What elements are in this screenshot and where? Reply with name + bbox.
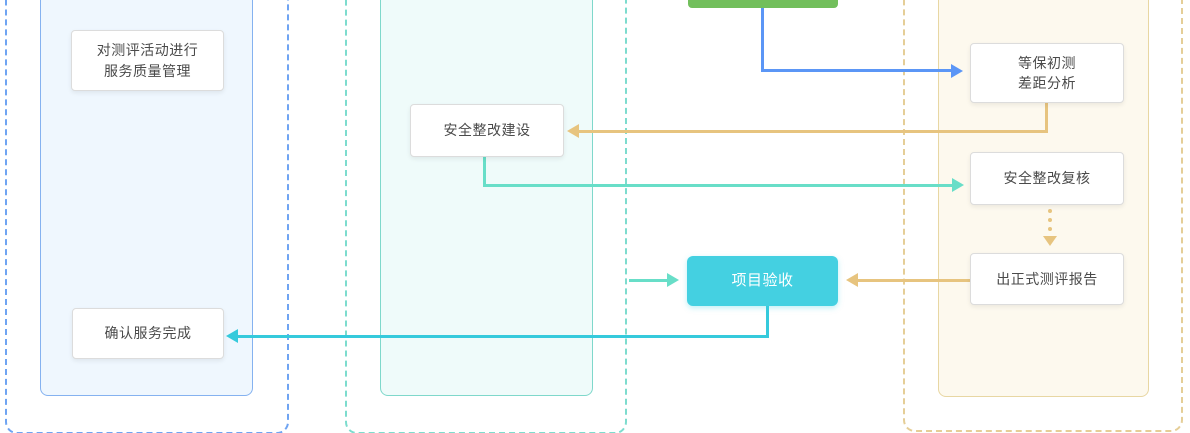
arrow-blue-horizontal bbox=[761, 69, 951, 72]
arrow-cyan-vertical bbox=[766, 306, 769, 338]
arrow-tan-head-icon bbox=[567, 124, 579, 138]
arrow-teal-horizontal bbox=[483, 184, 952, 187]
node-service-quality: 对测评活动进行 服务质量管理 bbox=[71, 30, 224, 91]
arrow-stub-head-icon bbox=[667, 273, 679, 287]
arrow-cyan-head-icon bbox=[226, 329, 238, 343]
dotted-arrow-dot bbox=[1048, 209, 1052, 213]
dotted-arrow-head-icon bbox=[1043, 236, 1057, 246]
node-confirm-complete: 确认服务完成 bbox=[72, 308, 224, 359]
arrow-tan-vertical bbox=[1045, 101, 1048, 133]
arrow-blue-vertical bbox=[761, 8, 764, 72]
arrow-blue-head-icon bbox=[951, 64, 963, 78]
node-rectify-review: 安全整改复核 bbox=[970, 152, 1124, 205]
arrow-stub-horizontal bbox=[629, 279, 667, 282]
arrow-report-head-icon bbox=[846, 273, 858, 287]
arrow-teal-head-icon bbox=[952, 178, 964, 192]
green-node-cutoff bbox=[688, 0, 838, 8]
arrow-report-horizontal bbox=[858, 279, 970, 282]
node-project-acceptance: 项目验收 bbox=[687, 256, 838, 306]
node-rectify-build: 安全整改建设 bbox=[410, 104, 564, 157]
lane-3-dashed-border bbox=[903, 0, 1183, 432]
lane-2-panel bbox=[380, 0, 593, 396]
dotted-arrow-dot bbox=[1048, 227, 1052, 231]
arrow-cyan-horizontal bbox=[238, 335, 769, 338]
arrow-teal-vertical bbox=[483, 155, 486, 187]
node-gap-analysis: 等保初测 差距分析 bbox=[970, 43, 1124, 103]
dotted-arrow-dot bbox=[1048, 218, 1052, 222]
node-final-report: 出正式测评报告 bbox=[970, 253, 1124, 305]
arrow-tan-horizontal bbox=[579, 130, 1048, 133]
